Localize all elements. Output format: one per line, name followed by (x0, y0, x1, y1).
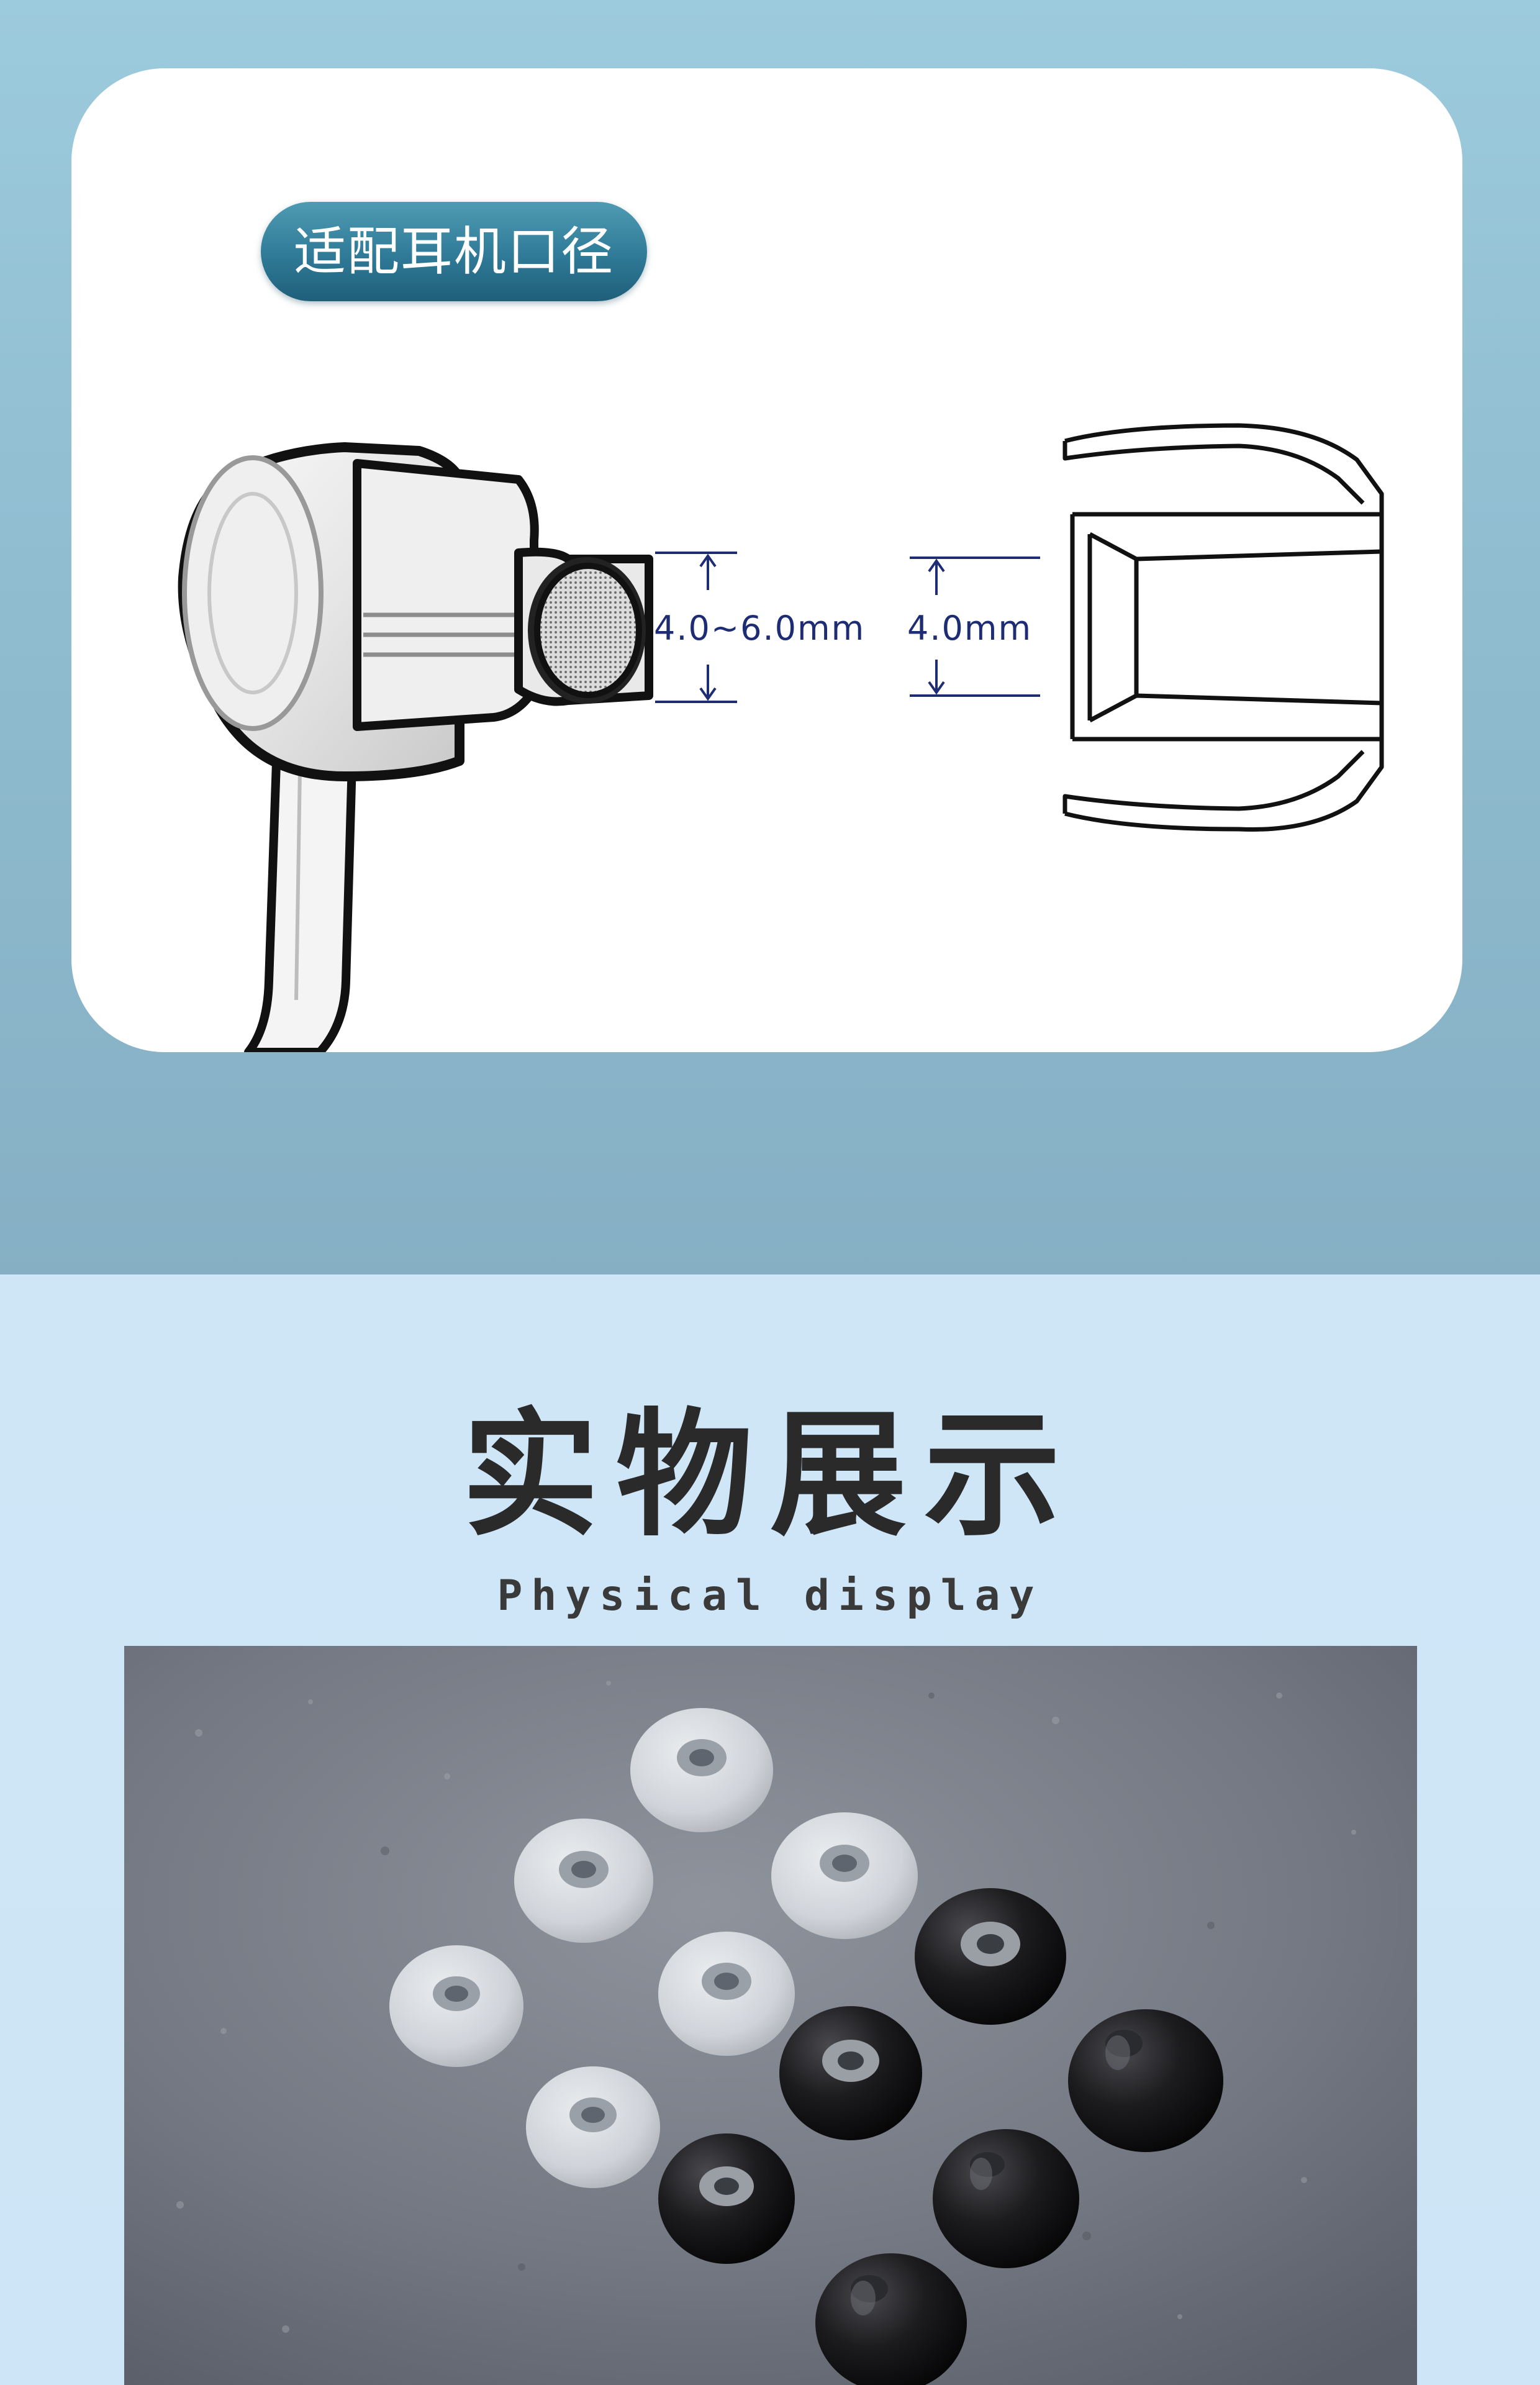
black-eartip (779, 2006, 922, 2140)
section-subtitle: Physical display (497, 1571, 1043, 1620)
fit-badge: 适配耳机口径 (261, 202, 647, 301)
black-eartip (915, 1888, 1066, 2025)
section-title: 实物展示 (461, 1396, 1078, 1555)
clear-eartip (389, 1945, 523, 2067)
black-eartip (815, 2253, 967, 2385)
fit-card: 适配耳机口径 (71, 68, 1462, 1052)
clear-eartip (526, 2066, 660, 2188)
fit-diagram: 4.0~6.0mm 4.0mm (178, 423, 1384, 1052)
clear-eartip (771, 1812, 918, 1939)
earphone-drawing (178, 442, 653, 1052)
clear-eartip (514, 1819, 653, 1943)
fit-section: 适配耳机口径 (0, 0, 1540, 1274)
black-eartip (1068, 2009, 1223, 2152)
earphone-dimension (655, 552, 737, 703)
clear-eartip (658, 1932, 795, 2056)
black-eartip (933, 2129, 1079, 2268)
clear-eartip (630, 1708, 773, 1832)
eartip-drawing (1062, 423, 1384, 832)
earphone-diameter-label: 4.0~6.0mm (654, 609, 865, 648)
black-eartip (658, 2133, 795, 2264)
eartip-dimension (910, 556, 1040, 697)
eartip-diameter-label: 4.0mm (907, 609, 1032, 648)
product-photo (124, 1646, 1417, 2385)
